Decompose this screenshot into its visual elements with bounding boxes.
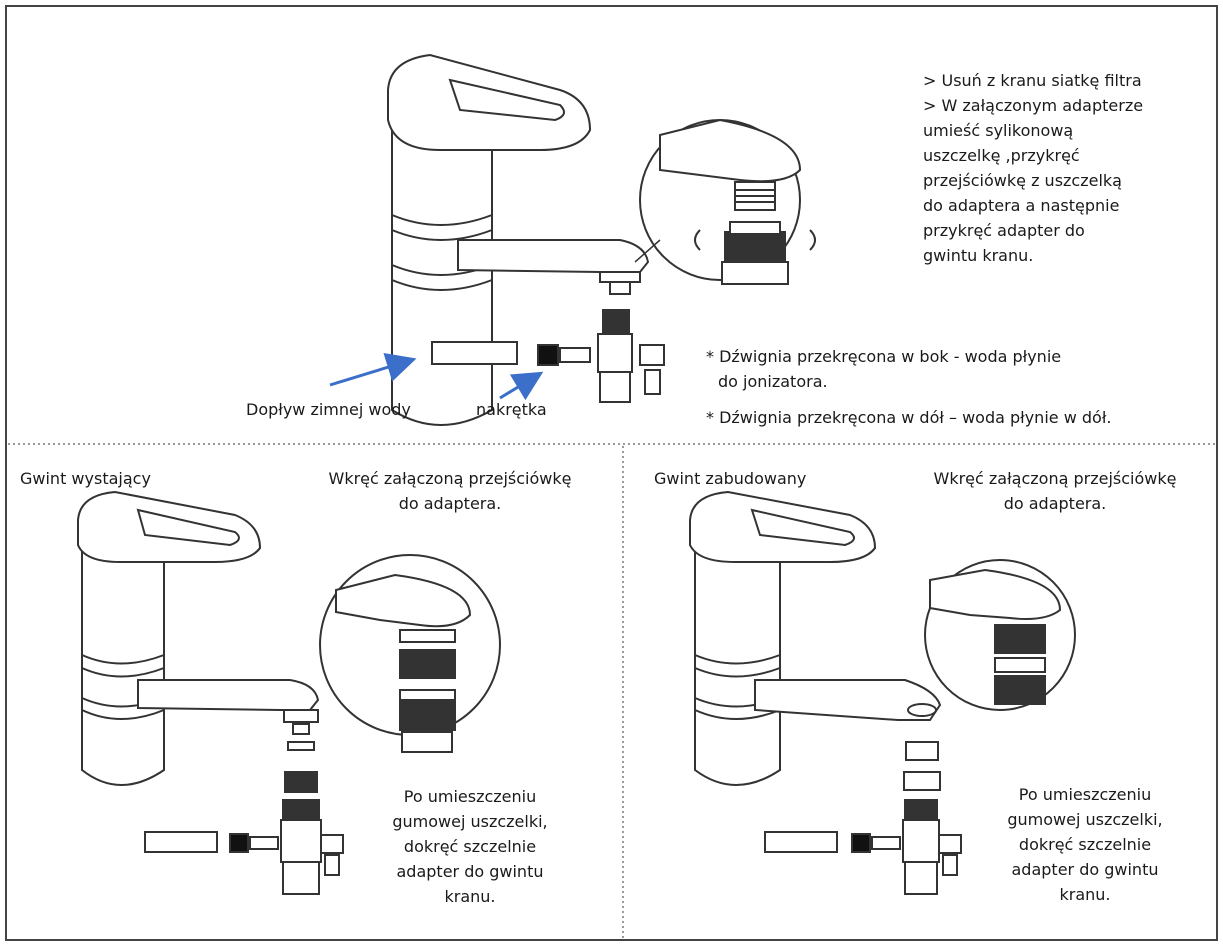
- left-panel-title: Gwint wystający: [20, 469, 151, 488]
- lever-side-line-2: do jonizatora.: [718, 372, 828, 391]
- left-faucet-illustration: [77, 490, 344, 895]
- label-nut: nakrętka: [476, 400, 547, 419]
- right-panel-title: Gwint zabudowany: [654, 469, 807, 488]
- zoom-leader-line: [634, 239, 661, 263]
- left-after-line-1: Po umieszczeniu: [403, 787, 537, 806]
- right-panel-after: Po umieszczeniu gumowej uszczelki, dokrę…: [980, 782, 1190, 907]
- instruction-line-2: > W załączonym adapterze: [923, 96, 1144, 115]
- right-after-line-1: Po umieszczeniu: [1018, 785, 1152, 804]
- left-instruction-line-2: do adaptera.: [398, 494, 502, 513]
- instruction-line-1: > Usuń z kranu siatkę filtra: [923, 71, 1142, 90]
- top-instructions: > Usuń z kranu siatkę filtra > W załączo…: [923, 68, 1213, 268]
- left-zoom-circle: [319, 554, 501, 753]
- right-after-line-4: adapter do gwintu: [1011, 860, 1159, 879]
- left-panel-after: Po umieszczeniu gumowej uszczelki, dokrę…: [365, 784, 575, 909]
- instruction-line-3: umieść sylikonową: [923, 121, 1074, 140]
- left-instruction-line-1: Wkręć załączoną przejściówkę: [328, 469, 572, 488]
- left-after-line-4: adapter do gwintu: [396, 862, 544, 881]
- left-after-line-3: dokręć szczelnie: [403, 837, 537, 856]
- left-panel-instruction: Wkręć załączoną przejściówkę do adaptera…: [300, 466, 600, 516]
- lever-side-note: * Dźwignia przekręcona w bok - woda płyn…: [706, 344, 1206, 394]
- right-after-line-5: kranu.: [1059, 885, 1111, 904]
- right-panel-instruction: Wkręć załączoną przejściówkę do adaptera…: [905, 466, 1205, 516]
- lever-side-line-1: * Dźwignia przekręcona w bok - woda płyn…: [706, 347, 1062, 366]
- right-after-line-3: dokręć szczelnie: [1018, 835, 1152, 854]
- instruction-line-6: do adaptera a następnie: [923, 196, 1120, 215]
- right-instruction-line-2: do adaptera.: [1003, 494, 1107, 513]
- instruction-line-4: uszczelkę ,przykręć: [923, 146, 1080, 165]
- instruction-line-8: gwintu kranu.: [923, 246, 1034, 265]
- arrow-inflow: [329, 352, 417, 387]
- right-zoom-circle: [924, 559, 1076, 711]
- lever-down-note: * Dźwignia przekręcona w dół – woda płyn…: [706, 405, 1206, 430]
- top-zoom-circle: [639, 118, 816, 285]
- instruction-line-7: przykręć adapter do: [923, 221, 1085, 240]
- left-after-line-5: kranu.: [444, 887, 496, 906]
- lever-down-line: * Dźwignia przekręcona w dół – woda płyn…: [706, 408, 1112, 427]
- top-adapter-illustration: [431, 309, 665, 403]
- right-after-line-2: gumowej uszczelki,: [1007, 810, 1163, 829]
- right-faucet-illustration: [689, 490, 962, 895]
- right-instruction-line-1: Wkręć załączoną przejściówkę: [933, 469, 1177, 488]
- outer-border: [5, 5, 1218, 941]
- arrow-nut: [499, 371, 544, 401]
- left-after-line-2: gumowej uszczelki,: [392, 812, 548, 831]
- label-inflow: Dopływ zimnej wody: [246, 400, 411, 419]
- instruction-line-5: przejściówkę z uszczelką: [923, 171, 1122, 190]
